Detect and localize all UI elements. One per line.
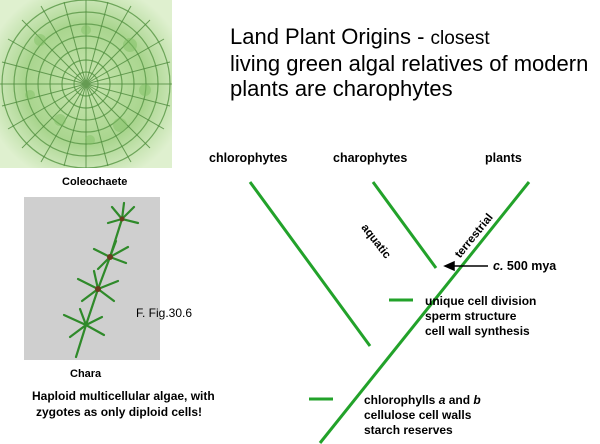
- taxon-plants: plants: [485, 151, 522, 165]
- trait-item: unique cell division: [425, 294, 536, 309]
- timing-arrow-head: [445, 262, 454, 270]
- bottom-note-line: zygotes as only diploid cells!: [32, 404, 215, 420]
- trait-item: starch reserves: [364, 423, 481, 438]
- trait-item: chlorophylls a and b: [364, 393, 481, 408]
- trait-text: b: [473, 393, 480, 407]
- bottom-note: Haploid multicellular algae, with zygote…: [32, 388, 215, 420]
- traits-upper: unique cell division sperm structure cel…: [425, 294, 536, 339]
- timing-prefix: c.: [493, 259, 503, 273]
- timing-label: c. 500 mya: [493, 259, 556, 273]
- trait-item: cellulose cell walls: [364, 408, 481, 423]
- traits-lower: chlorophylls a and b cellulose cell wall…: [364, 393, 481, 438]
- tree-branch-chlorophytes: [250, 182, 370, 346]
- taxon-chlorophytes: chlorophytes: [209, 151, 288, 165]
- bottom-note-line: Haploid multicellular algae, with: [32, 388, 215, 404]
- timing-value: 500 mya: [503, 259, 556, 273]
- trait-item: cell wall synthesis: [425, 324, 536, 339]
- trait-item: sperm structure: [425, 309, 536, 324]
- trait-text: and: [445, 393, 473, 407]
- taxon-charophytes: charophytes: [333, 151, 407, 165]
- trait-text: chlorophylls: [364, 393, 439, 407]
